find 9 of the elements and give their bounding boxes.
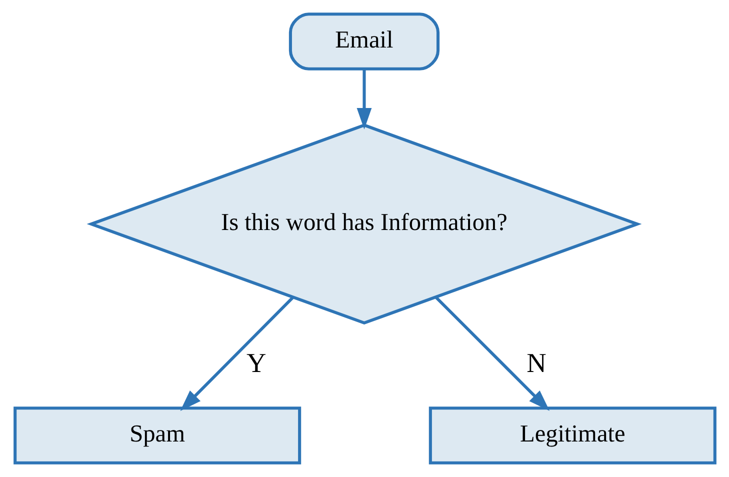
arrow: [356, 69, 372, 130]
node-box: Spam: [13, 406, 301, 464]
arrow: [180, 296, 294, 411]
node-box: Email: [288, 12, 440, 70]
node-diamond: Is this word has Information?: [86, 124, 642, 325]
edge-label: Y: [246, 348, 265, 378]
arrow: [434, 296, 550, 411]
edge-label: N: [526, 348, 546, 378]
node-box: Legitimate: [428, 406, 716, 464]
